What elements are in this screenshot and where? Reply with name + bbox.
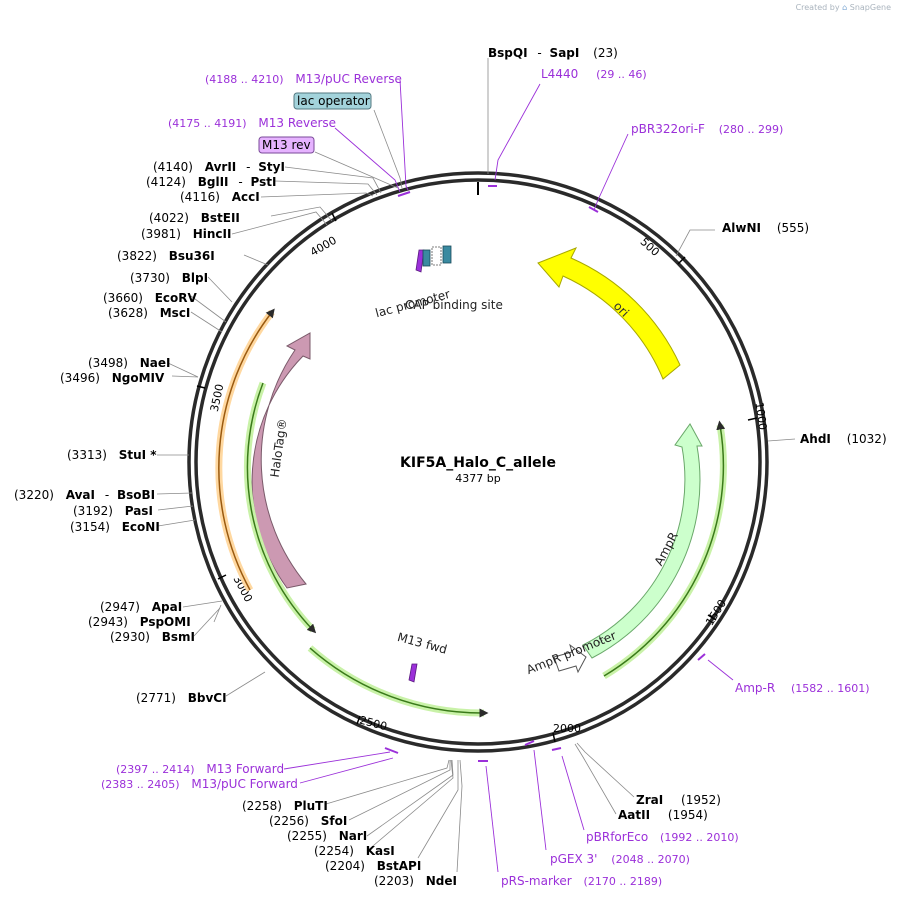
tick-label-4000: 4000 xyxy=(308,234,339,259)
site-msci: (3628) MscI xyxy=(108,306,190,320)
tick-label-500: 500 xyxy=(638,235,662,259)
tick-3000 xyxy=(217,574,227,580)
site-stui: (3313) StuI * xyxy=(67,448,157,462)
green-band-bottom-line xyxy=(309,647,489,718)
primer-pgex3: pGEX 3' (2048 .. 2070) xyxy=(550,852,690,866)
tick-2500 xyxy=(356,715,361,725)
site-ahdi: AhdI (1032) xyxy=(800,432,887,446)
primer-markers xyxy=(283,79,734,873)
tick-3500 xyxy=(196,385,206,389)
site-bspqi-pos: (23) xyxy=(593,46,618,60)
site-hinci: (3981) HincII xyxy=(141,227,231,241)
site-bstapi: (2204) BstAPI xyxy=(325,859,421,873)
plasmid-name: KIF5A_Halo_C_allele xyxy=(400,455,556,471)
site-labels: BspQI - SapI (23) AlwNI (555) AhdI (1032… xyxy=(14,46,887,888)
primer-m13-forward: (2397 .. 2414) M13 Forward xyxy=(116,762,284,776)
m13-rev-box[interactable] xyxy=(258,136,315,154)
snapgene-credit: Created by ⌂ SnapGene xyxy=(796,3,891,12)
site-avrii: (4140) AvrII - StyI xyxy=(153,160,285,174)
site-zrai: ZraI (1952) xyxy=(636,793,721,807)
primer-prs-marker: pRS-marker (2170 .. 2189) xyxy=(501,874,662,888)
lac-promoter-feature[interactable] xyxy=(431,246,442,266)
site-pspomi: (2943) PspOMI xyxy=(88,615,191,629)
tick-500 xyxy=(677,256,686,265)
m13-fwd-label: M13 fwd xyxy=(396,630,449,657)
snapgene-logo-icon: ⌂ xyxy=(842,3,848,12)
primer-pbrforeco: pBRforEco (1992 .. 2010) xyxy=(586,830,739,844)
primer-m13puc-reverse: (4188 .. 4210) M13/pUC Reverse xyxy=(205,72,402,86)
site-sfoi: (2256) SfoI xyxy=(269,814,347,828)
green-band-left-line xyxy=(246,382,317,634)
backbone xyxy=(187,171,769,753)
tick-1000 xyxy=(747,417,758,421)
site-avai: (3220) AvaI - BsoBI xyxy=(14,488,155,502)
site-ngomiv: (3496) NgoMIV xyxy=(60,371,165,385)
site-bsu36i: (3822) Bsu36I xyxy=(117,249,215,263)
site-alwni: AlwNI (555) xyxy=(722,221,809,235)
site-pasi: (3192) PasI xyxy=(73,504,153,518)
site-acci: (4116) AccI xyxy=(180,190,260,204)
credit-prefix: Created by xyxy=(795,3,840,12)
ampr-promoter-feature[interactable] xyxy=(553,643,587,674)
m13-fwd-feature[interactable] xyxy=(408,663,418,683)
site-kasi: (2254) KasI xyxy=(314,844,395,858)
green-band-bottom xyxy=(307,645,485,717)
site-bsteii: (4022) BstEII xyxy=(149,211,240,225)
primer-m13puc-forward: (2383 .. 2405) M13/pUC Forward xyxy=(101,777,298,791)
orange-band-line xyxy=(218,308,275,591)
site-naei: (3498) NaeI xyxy=(88,356,170,370)
site-bspqi-name2: SapI xyxy=(550,46,580,60)
site-bbvci: (2771) BbvCI xyxy=(136,691,227,705)
site-bspqi-name: BspQI xyxy=(488,46,528,60)
ori-feature[interactable] xyxy=(537,247,681,380)
credit-brand: SnapGene xyxy=(849,3,891,12)
cap-site-label: CAP binding site xyxy=(405,298,503,312)
site-bglii: (4124) BglII - PstI xyxy=(146,175,276,189)
lac-operator-feature[interactable] xyxy=(422,249,431,267)
ampr-band-line xyxy=(603,420,726,677)
primer-m13-reverse: (4175 .. 4191) M13 Reverse xyxy=(168,116,336,130)
plasmid-length: 4377 bp xyxy=(455,472,500,485)
backbone-outer xyxy=(187,171,769,753)
site-nari: (2255) NarI xyxy=(287,829,367,843)
ampr-promoter-label: AmpR promoter xyxy=(524,628,618,677)
halotag-label: HaloTag® xyxy=(268,418,290,479)
primer-pbr322ori: pBR322ori-F (280 .. 299) xyxy=(631,122,783,136)
ampr-feature[interactable] xyxy=(582,423,703,659)
site-econi: (3154) EcoNI xyxy=(70,520,160,534)
site-aatii: AatII (1954) xyxy=(618,808,708,822)
site-leader-lines xyxy=(156,58,796,873)
site-bspqi: BspQI - SapI (23) xyxy=(488,46,618,60)
tick-4000 xyxy=(331,212,337,222)
backbone-inner xyxy=(194,178,762,746)
site-ndei: (2203) NdeI xyxy=(374,874,457,888)
primer-amp-r: Amp-R (1582 .. 1601) xyxy=(735,681,870,695)
m13-rev-label: M13 rev xyxy=(262,138,311,152)
primer-labels: L4440 (29 .. 46) pBR322ori-F (280 .. 299… xyxy=(101,67,870,888)
lac-operator-label: lac operator xyxy=(297,94,370,108)
tick-label-3500: 3500 xyxy=(208,383,227,413)
primer-l4440: L4440 (29 .. 46) xyxy=(541,67,647,81)
site-blpi: (3730) BlpI xyxy=(130,271,208,285)
lac-operator-box[interactable] xyxy=(293,92,372,110)
tick-2000 xyxy=(552,732,556,743)
site-ecorv: (3660) EcoRV xyxy=(103,291,198,305)
tick-label-2000: 2000 xyxy=(553,722,581,735)
site-bsmi: (2930) BsmI xyxy=(110,630,195,644)
site-pluti: (2258) PluTI xyxy=(242,799,328,813)
site-apai: (2947) ApaI xyxy=(100,600,182,614)
tick-label-1000: 1000 xyxy=(753,401,770,431)
boxed-labels: lac operator M13 rev xyxy=(258,92,372,154)
cap-site-feature[interactable] xyxy=(442,245,452,264)
tick-1500 xyxy=(707,614,717,621)
